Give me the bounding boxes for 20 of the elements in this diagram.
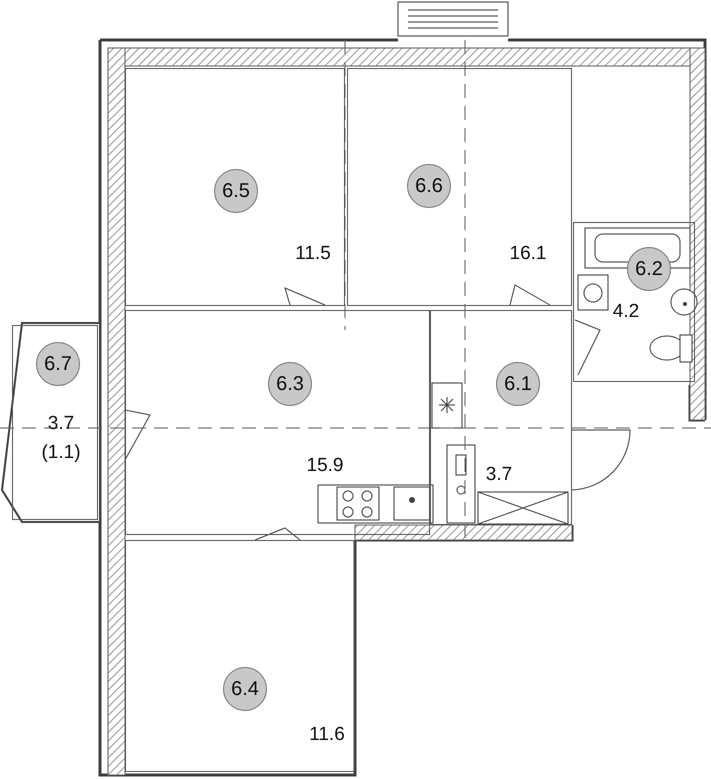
room-outline (573, 222, 695, 382)
area-label: 3.7 (486, 464, 512, 486)
room-number-badge: 6.4 (223, 667, 267, 711)
room-number-badge: 6.1 (496, 362, 540, 406)
room-number-badge: 6.2 (627, 247, 671, 291)
room-outline (125, 68, 345, 306)
area-label: 11.6 (309, 724, 345, 746)
room-outline (347, 68, 572, 306)
area-label: (1.1) (41, 442, 81, 464)
room-outline (125, 310, 430, 535)
area-label: 11.5 (295, 243, 331, 265)
room-number-badge: 6.5 (214, 169, 258, 213)
room-number-badge: 6.6 (407, 164, 451, 208)
area-label: 15.9 (306, 455, 344, 477)
area-label: 4.2 (612, 301, 640, 323)
room-outline (125, 540, 355, 772)
room-outline (430, 310, 572, 525)
room-number-badge: 6.3 (268, 362, 312, 406)
area-label: 16.1 (510, 243, 546, 265)
room-outline (12, 325, 98, 520)
